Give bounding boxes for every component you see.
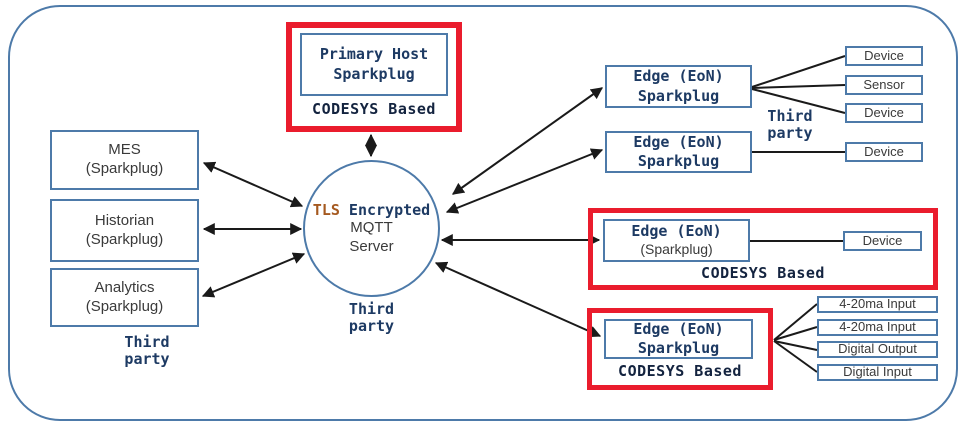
tls-label: TLS — [312, 200, 340, 219]
middle-right-caption: CODESYS Based — [701, 264, 825, 282]
broker-tls-line: TLS Encrypted — [313, 201, 430, 219]
primary-host-caption: CODESYS Based — [312, 100, 436, 118]
mes-node: MES (Sparkplug) — [50, 130, 199, 190]
io-node-4-20ma-input: 4-20ma Input — [817, 319, 938, 336]
mqtt-broker-node: TLS Encrypted MQTT Server — [303, 160, 440, 297]
encrypted-label: Encrypted — [348, 200, 431, 219]
highlight-frame-primary-host — [286, 22, 462, 132]
broker-caption: Third party — [348, 300, 395, 335]
device-node: Device — [845, 46, 923, 66]
primary-host-node: Primary Host Sparkplug — [300, 33, 448, 96]
line-eon1-device2 — [751, 88, 846, 114]
highlight-frame-middle-eon — [588, 208, 938, 290]
left-caption: Third party — [124, 333, 170, 368]
io-node-digital-output: Digital Output — [817, 341, 938, 358]
highlight-frame-bottom-eon — [587, 308, 773, 390]
arrow-broker-eon4 — [434, 261, 602, 338]
line-eon1-sensor — [751, 84, 846, 89]
arrow-broker-eon1 — [452, 87, 603, 195]
bottom-right-caption: CODESYS Based — [618, 362, 742, 380]
io-node-4-20ma-input: 4-20ma Input — [817, 296, 938, 313]
primary-host-label: Primary Host Sparkplug — [319, 45, 429, 83]
sensor-node: Sensor — [845, 75, 923, 95]
line-eon4-io3 — [773, 340, 818, 351]
device-node: Device — [845, 142, 923, 162]
line-eon4-io1 — [773, 303, 818, 341]
historian-node: Historian (Sparkplug) — [50, 199, 199, 262]
device-node: Device — [845, 103, 923, 123]
broker-name: MQTT Server — [349, 218, 394, 255]
arrow-analytics-broker — [201, 252, 306, 298]
line-eon4-io2 — [773, 326, 818, 341]
line-eon4-io4 — [773, 340, 818, 373]
outer-border — [8, 5, 958, 421]
io-node-digital-input: Digital Input — [817, 364, 938, 381]
eon3-subtitle: (Sparkplug) — [640, 241, 713, 258]
eon4-node: Edge (EoN) Sparkplug — [604, 319, 753, 359]
top-right-caption: Third party — [767, 107, 813, 142]
eon3-node: Edge (EoN) (Sparkplug) — [603, 219, 750, 262]
eon2-node: Edge (EoN) Sparkplug — [605, 131, 752, 173]
line-eon1-device1 — [751, 55, 846, 88]
arrow-mes-broker — [202, 161, 304, 208]
eon3-title: Edge (EoN) — [631, 222, 722, 241]
analytics-node: Analytics (Sparkplug) — [50, 268, 199, 327]
eon1-node: Edge (EoN) Sparkplug — [605, 65, 752, 108]
device-node: Device — [843, 231, 922, 251]
arrow-broker-eon2 — [445, 148, 604, 214]
